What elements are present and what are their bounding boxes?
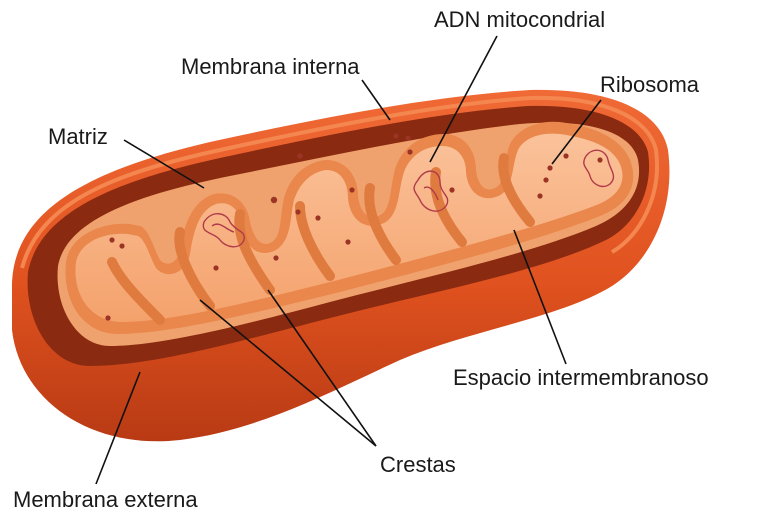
label-adn-mitocondrial: ADN mitocondrial	[434, 9, 605, 31]
label-membrana-interna: Membrana interna	[181, 56, 360, 78]
label-espacio-intermembranoso: Espacio intermembranoso	[453, 367, 709, 389]
label-matriz: Matriz	[48, 126, 108, 148]
label-crestas: Crestas	[380, 454, 456, 476]
label-ribosoma: Ribosoma	[600, 74, 699, 96]
label-membrana-externa: Membrana externa	[13, 489, 198, 511]
